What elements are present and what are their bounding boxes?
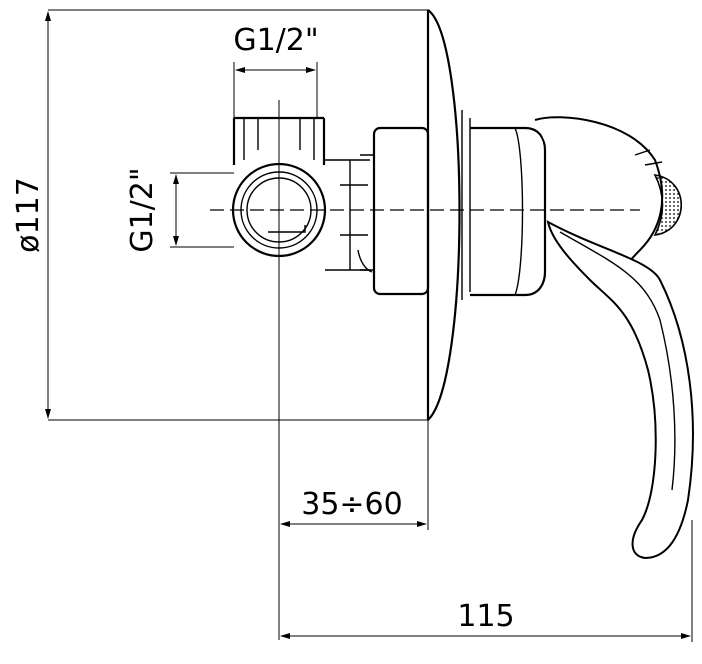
centerlines [210,100,640,640]
extension-lines [48,9,693,642]
label-side-thread: G1/2" [125,167,160,252]
wall-plate [426,9,471,421]
label-depth-range: 35÷60 [301,487,402,522]
dimension-lines [45,10,691,639]
label-diameter: ø117 [11,177,46,253]
valve-body [325,126,430,296]
label-top-thread: G1/2" [233,23,318,58]
lever-handle [470,116,694,560]
label-total-length: 115 [457,599,514,634]
